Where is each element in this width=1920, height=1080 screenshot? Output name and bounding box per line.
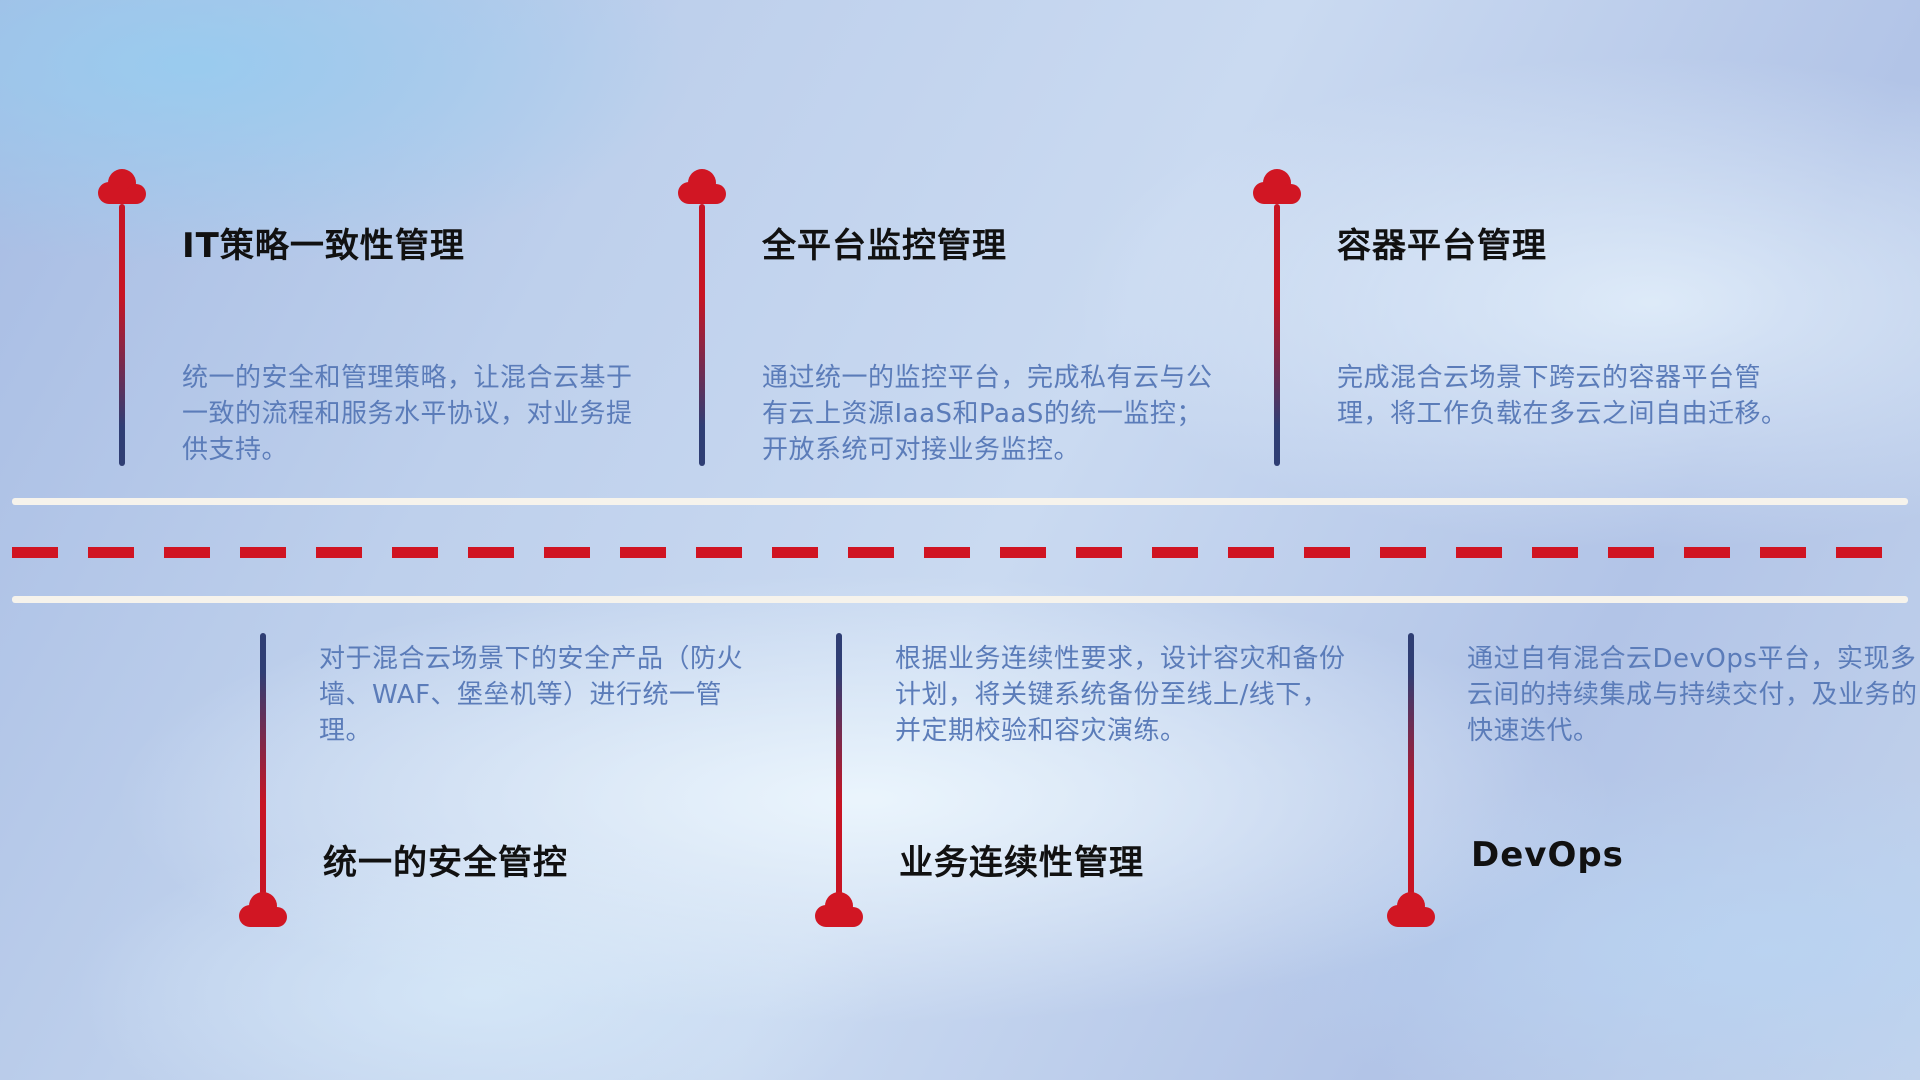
timeline-connector — [119, 204, 125, 466]
item-title: 全平台监控管理 — [762, 226, 1007, 266]
cloud-icon — [678, 169, 726, 204]
item-description: 对于混合云场景下的安全产品（防火墙、WAF、堡垒机等）进行统一管理。 — [319, 644, 744, 746]
item-description: 通过自有混合云DevOps平台，实现多云间的持续集成与持续交付，及业务的快速迭代… — [1467, 644, 1918, 746]
item-description: 统一的安全和管理策略，让混合云基于一致的流程和服务水平协议，对业务提供支持。 — [182, 363, 633, 465]
cloud-icon — [815, 892, 863, 927]
timeline-connector — [1408, 633, 1414, 895]
item-description: 通过统一的监控平台，完成私有云与公有云上资源IaaS和PaaS的统一监控；开放系… — [762, 363, 1213, 465]
item-title: IT策略一致性管理 — [182, 226, 465, 266]
cloud-icon — [1253, 169, 1301, 204]
item-title: 统一的安全管控 — [323, 843, 568, 883]
timeline-connector — [836, 633, 842, 895]
cloud-icon — [98, 169, 146, 204]
timeline-connector — [1274, 204, 1280, 466]
item-title: 容器平台管理 — [1337, 226, 1547, 266]
road-top-line — [12, 498, 1908, 505]
timeline-connector — [699, 204, 705, 466]
timeline-connector — [260, 633, 266, 895]
item-title: DevOps — [1471, 835, 1624, 875]
item-description: 完成混合云场景下跨云的容器平台管理，将工作负载在多云之间自由迁移。 — [1337, 363, 1788, 429]
cloud-icon — [239, 892, 287, 927]
road-center-dashed-line — [12, 547, 1908, 558]
item-description: 根据业务连续性要求，设计容灾和备份计划，将关键系统备份至线上/线下，并定期校验和… — [895, 644, 1346, 746]
item-title: 业务连续性管理 — [899, 843, 1144, 883]
cloud-icon — [1387, 892, 1435, 927]
road-bottom-line — [12, 596, 1908, 603]
